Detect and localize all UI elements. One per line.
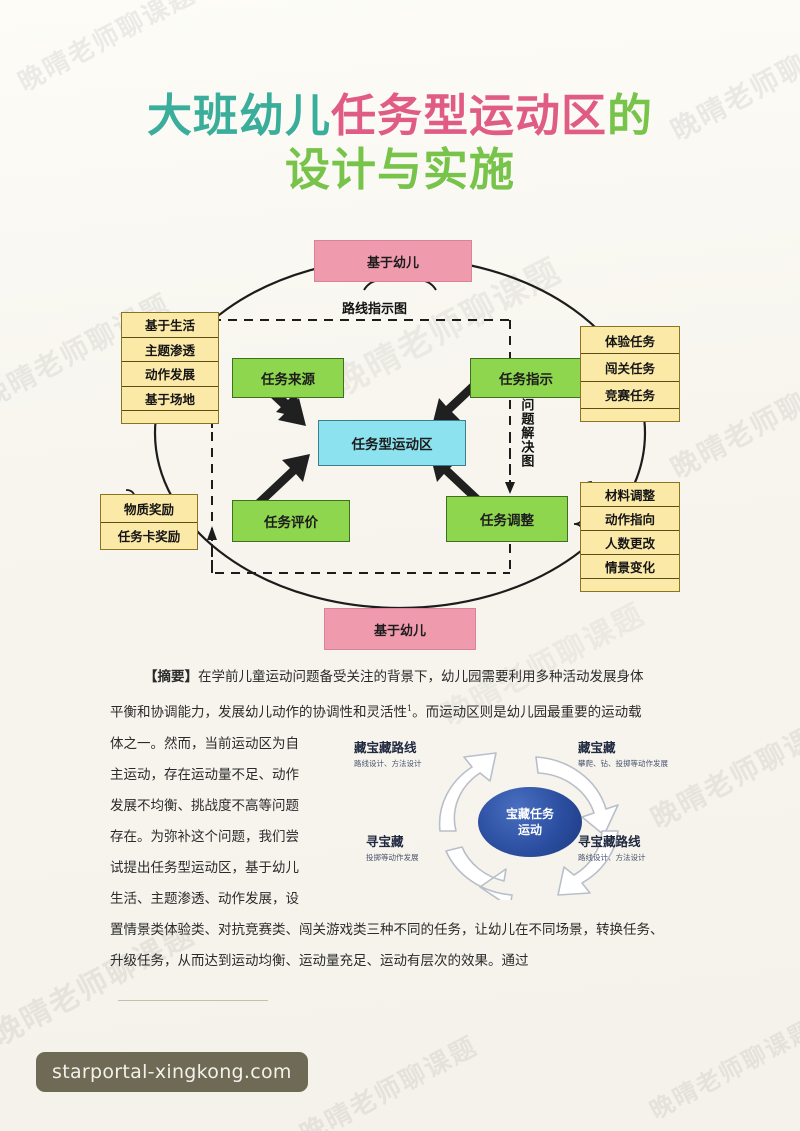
- abstract-block: 【摘要】在学前儿童运动问题备受关注的背景下，幼儿园需要利用多种活动发展身体 平衡…: [110, 662, 692, 977]
- cycle-arrows: [438, 752, 619, 900]
- list-item: 人数更改: [581, 531, 679, 555]
- title-part-2: 任务型运动区: [330, 89, 607, 142]
- cycle-label-title: 寻宝藏路线: [578, 834, 641, 849]
- cycle-label-find-treasure: 寻宝藏 投掷等动作发展: [366, 831, 419, 863]
- list-task-instruction-items: 体验任务 闯关任务 竞赛任务: [580, 326, 680, 422]
- caption-problem-solving-map: 问题解决图: [518, 398, 534, 468]
- box-task-source: 任务来源: [232, 358, 344, 398]
- footnote-divider: [118, 1000, 268, 1001]
- abstract-footnote-marker: 1: [407, 704, 413, 713]
- list-item: 情景变化: [581, 555, 679, 579]
- caption-route-map: 路线指示图: [342, 302, 408, 317]
- box-task-adjustment: 任务调整: [446, 496, 568, 542]
- abstract-label: 【摘要】: [144, 669, 198, 685]
- site-watermark-chip: starportal-xingkong.com: [36, 1052, 308, 1092]
- abstract-narrow-line: 存在。为弥补这个问题，我们尝: [110, 828, 299, 845]
- treasure-task-cycle-diagram: 宝藏任务 运动 藏宝藏路线 路线设计、方法设计 藏宝藏 攀爬、钻、投掷等动作发展…: [354, 735, 700, 900]
- abstract-narrow-line: 主运动，存在运动量不足、动作: [110, 766, 299, 783]
- list-item: 物质奖励: [101, 495, 197, 523]
- cycle-label-title: 藏宝藏: [578, 740, 616, 755]
- abstract-line-2a: 平衡和协调能力，发展幼儿动作的协调性和灵活性: [110, 704, 407, 721]
- cycle-label-find-treasure-route: 寻宝藏路线 路线设计、方法设计: [578, 831, 646, 863]
- abstract-wide-line: 置情景类体验类、对抗竞赛类、闯关游戏类三种不同的任务，让幼儿在不同场景，转换任务…: [110, 921, 664, 938]
- abstract-narrow-line: 试提出任务型运动区，基于幼儿: [110, 859, 299, 876]
- watermark-text: 晚晴老师聊课题: [295, 1031, 483, 1131]
- abstract-wide-line: 升级任务，从而达到运动均衡、运动量充足、运动有层次的效果。通过: [110, 952, 529, 969]
- cycle-center-line-2: 运动: [517, 823, 542, 837]
- box-task-based-exercise-area: 任务型运动区: [318, 420, 466, 466]
- box-task-evaluation: 任务评价: [232, 500, 350, 542]
- cycle-label-hide-treasure: 藏宝藏 攀爬、钻、投掷等动作发展: [578, 737, 668, 769]
- list-item: 竞赛任务: [581, 382, 679, 409]
- cycle-center-label: 宝藏任务 运动: [478, 787, 582, 857]
- page-title: 大班幼儿任务型运动区的 设计与实施: [0, 92, 800, 193]
- list-item: 动作指向: [581, 507, 679, 531]
- list-item: 基于生活: [122, 313, 218, 338]
- title-line-1: 大班幼儿任务型运动区的: [0, 92, 800, 140]
- cycle-label-sub: 路线设计、方法设计: [578, 853, 646, 862]
- cycle-center-line-1: 宝藏任务: [505, 806, 554, 821]
- list-task-evaluation-items: 物质奖励 任务卡奖励: [100, 494, 198, 550]
- title-part-3: 的: [607, 89, 654, 142]
- abstract-line: 平衡和协调能力，发展幼儿动作的协调性和灵活性1。而运动区则是幼儿园最重要的运动载: [110, 693, 692, 729]
- title-part-1: 大班幼儿: [146, 89, 331, 142]
- title-line-2: 设计与实施: [284, 142, 515, 196]
- watermark-text: 晚晴老师聊课题: [645, 1014, 800, 1125]
- cycle-label-title: 寻宝藏: [366, 834, 404, 849]
- cycle-label-hide-treasure-route: 藏宝藏路线 路线设计、方法设计: [354, 737, 422, 769]
- abstract-narrow-line: 生活、主题渗透、动作发展，设: [110, 890, 299, 907]
- list-item: 闯关任务: [581, 354, 679, 382]
- framework-diagram: 基于幼儿 基于幼儿 路线指示图 问题解决图 任务来源 任务指示 任务评价 任务调…: [80, 238, 720, 658]
- list-item: 体验任务: [581, 327, 679, 355]
- list-item: 材料调整: [581, 483, 679, 507]
- list-spacer: [581, 579, 679, 591]
- abstract-line-1: 在学前儿童运动问题备受关注的背景下，幼儿园需要利用多种活动发展身体: [198, 669, 644, 685]
- cycle-label-sub: 投掷等动作发展: [366, 853, 419, 862]
- cycle-label-title: 藏宝藏路线: [354, 740, 417, 755]
- list-item: 基于场地: [122, 387, 218, 411]
- abstract-line: 【摘要】在学前儿童运动问题备受关注的背景下，幼儿园需要利用多种活动发展身体: [110, 662, 692, 693]
- list-item: 任务卡奖励: [117, 529, 181, 545]
- list-spacer: [122, 411, 218, 423]
- cycle-label-sub: 路线设计、方法设计: [354, 759, 422, 768]
- badge-top: 基于幼儿: [314, 240, 472, 282]
- box-task-instruction: 任务指示: [470, 358, 582, 398]
- list-item: 动作发展: [122, 362, 218, 387]
- badge-bottom: 基于幼儿: [324, 608, 476, 650]
- list-item: 主题渗透: [122, 338, 218, 362]
- abstract-line-3: 体之一。然而，当前运动区为自: [110, 735, 299, 752]
- abstract-narrow-line: 发展不均衡、挑战度不高等问题: [110, 797, 299, 814]
- list-task-source-items: 基于生活 主题渗透 动作发展 基于场地: [121, 312, 219, 424]
- list-spacer: [581, 409, 679, 421]
- watermark-text: 晚晴老师聊课题: [13, 0, 201, 98]
- abstract-line-2b: 。而运动区则是幼儿园最重要的运动载: [412, 704, 642, 721]
- cycle-label-sub: 攀爬、钻、投掷等动作发展: [578, 759, 668, 768]
- list-task-adjustment-items: 材料调整 动作指向 人数更改 情景变化: [580, 482, 680, 592]
